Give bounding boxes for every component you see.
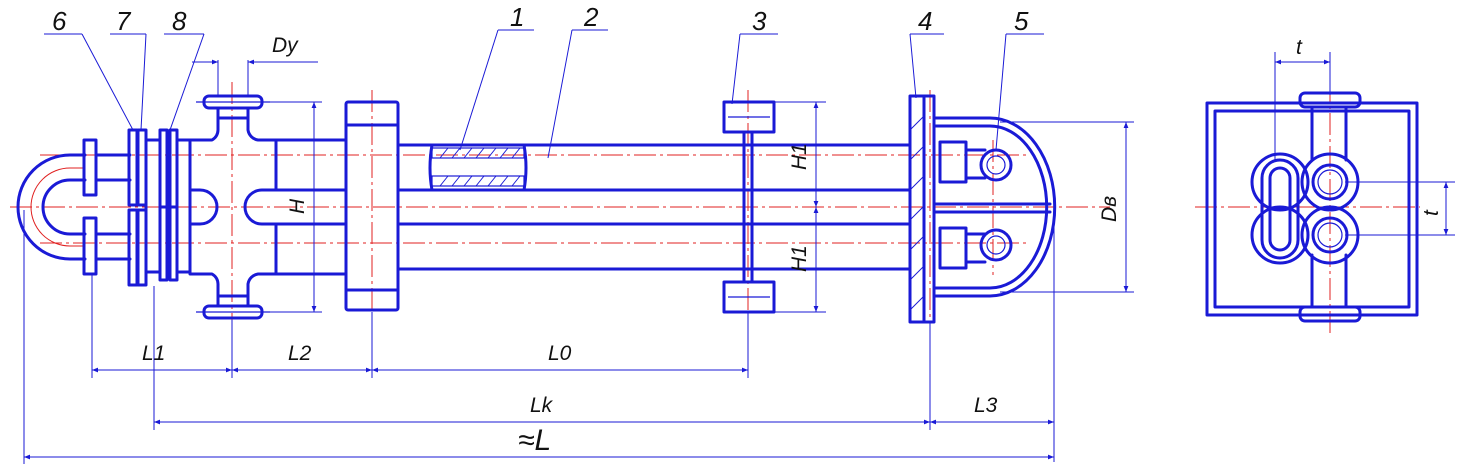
callout-8: 8 xyxy=(172,6,187,36)
dim-l-total-label: ≈L xyxy=(518,424,551,457)
dim-l1-label: L1 xyxy=(142,342,165,365)
callout-4: 4 xyxy=(918,6,932,36)
support-3 xyxy=(722,100,776,314)
u-bend xyxy=(16,153,87,261)
tube-sheet xyxy=(908,94,936,324)
callout-5: 5 xyxy=(1014,6,1029,36)
callout-6: 6 xyxy=(52,6,67,36)
dimension-labels: Dy H H1 H1 Dв L1 L2 L0 Lk L3 ≈L t t xyxy=(142,34,1443,457)
dim-t-top-label: t xyxy=(1296,36,1303,59)
callout-labels: 6 7 8 1 2 3 4 5 xyxy=(52,2,1029,36)
dim-l3-label: L3 xyxy=(974,394,998,417)
dimension-lines xyxy=(23,52,1455,464)
dim-l0-label: L0 xyxy=(548,342,572,365)
callout-7: 7 xyxy=(116,6,132,36)
dim-lk-label: Lk xyxy=(530,394,554,417)
support-plate xyxy=(344,100,400,312)
dim-h-label: H xyxy=(286,198,309,214)
axis-lines xyxy=(10,80,1420,335)
dim-db-label: Dв xyxy=(1098,196,1121,222)
dim-t-side-label: t xyxy=(1420,209,1443,216)
callout-3: 3 xyxy=(752,6,767,36)
callout-2: 2 xyxy=(583,2,599,32)
dim-dy-label: Dy xyxy=(272,34,299,57)
dim-h1-top-label: H1 xyxy=(788,143,811,170)
dim-h1-bottom-label: H1 xyxy=(788,245,811,272)
callout-1: 1 xyxy=(510,2,524,32)
leader-lines xyxy=(44,29,1044,159)
shell-upper xyxy=(274,138,912,276)
dim-l2-label: L2 xyxy=(288,342,312,365)
left-flanges xyxy=(82,128,192,287)
